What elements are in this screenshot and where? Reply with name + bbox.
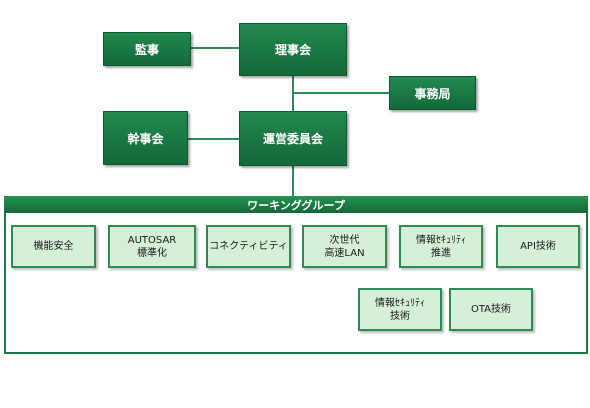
- rijikai-label: 理事会: [274, 43, 311, 57]
- jimukyoku-box: 事務局: [389, 76, 476, 110]
- wg-item-security-promotion: 情報ｾｷｭﾘﾃｨ 推進: [399, 225, 483, 268]
- wg-subitem-ota: OTA技術: [449, 288, 533, 331]
- jimukyoku-label: 事務局: [414, 86, 451, 101]
- working-group-title: ワーキンググループ: [247, 198, 345, 212]
- wg-item-kinou-anzen: 機能安全: [11, 225, 96, 268]
- wg-item-api: API技術: [496, 225, 580, 268]
- wg-item-next-gen-lan: 次世代 高速LAN: [302, 225, 387, 268]
- unei-iinkai-label: 運営委員会: [262, 132, 323, 146]
- kanjikai-label: 幹事会: [127, 131, 164, 146]
- wg-subitem-security-tech: 情報ｾｷｭﾘﾃｨ 技術: [358, 288, 442, 331]
- kansa-label: 監事: [134, 42, 159, 57]
- kanjikai-box: 幹事会: [103, 111, 188, 165]
- kansa-box: 監事: [103, 32, 191, 66]
- wg-item-connectivity: コネクティビティ: [206, 225, 291, 268]
- working-group-header: ワーキンググループ: [4, 196, 588, 213]
- unei-iinkai-box: 運営委員会: [239, 111, 347, 166]
- wg-item-autosar: AUTOSAR 標準化: [108, 225, 196, 268]
- rijikai-box: 理事会: [239, 23, 347, 76]
